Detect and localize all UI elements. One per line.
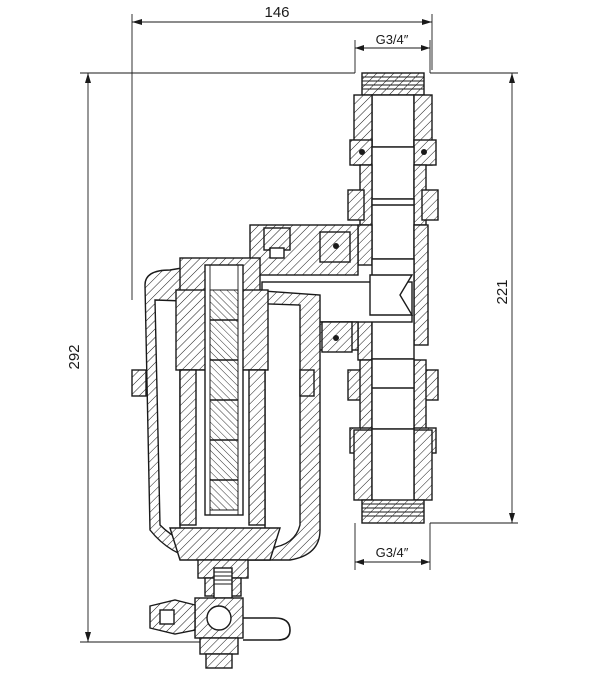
thread-top-label: G3/4″	[376, 32, 409, 47]
drain-valve	[149, 559, 291, 669]
port-spacing-label: 221	[494, 279, 511, 304]
width-label: 146	[264, 4, 289, 21]
dimension-height: 292	[66, 72, 355, 643]
filter-housing	[131, 257, 321, 561]
thread-bottom-label: G3/4″	[376, 545, 409, 560]
dimension-thread-bottom: G3/4″	[354, 523, 431, 570]
dimension-width: 146	[131, 4, 433, 300]
dimension-thread-top: G3/4″	[354, 32, 431, 73]
vertical-pipe	[347, 72, 439, 524]
dimension-port-spacing: 221	[430, 72, 518, 524]
height-label: 292	[66, 344, 83, 369]
